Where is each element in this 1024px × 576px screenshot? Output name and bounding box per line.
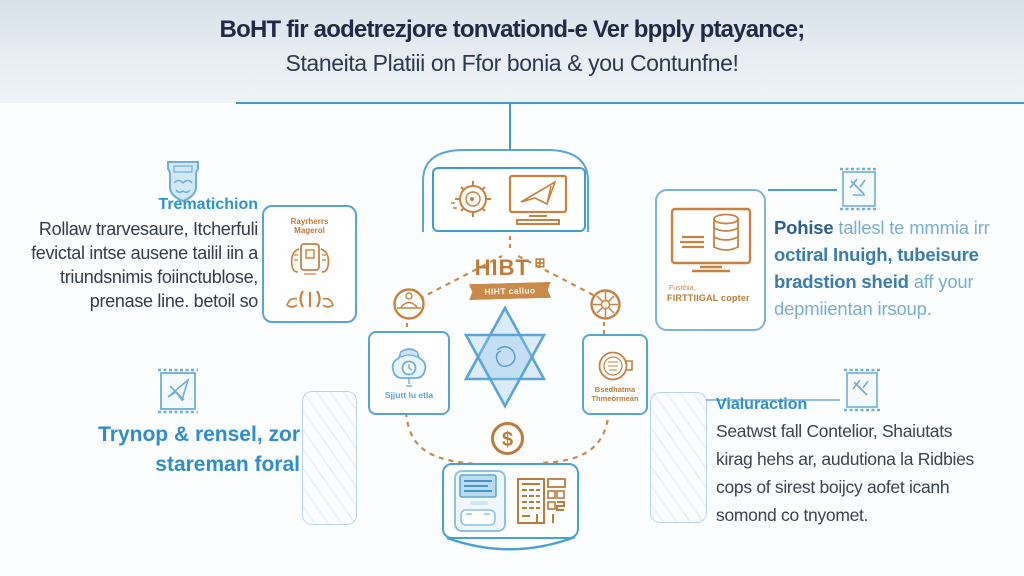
left-bottom-line: stareman foral [155, 453, 300, 476]
passport-card-title: Magerol [294, 226, 325, 235]
hibt-ribbon: HIHT calluo [469, 282, 551, 300]
wax-seal-icon [598, 351, 633, 380]
stamp-check-icon [840, 167, 878, 211]
guarded-clock-icon [391, 348, 427, 387]
calculator-building-icon [516, 478, 566, 524]
winged-bracket-icon [285, 290, 334, 308]
dashed-curve-left [404, 411, 479, 466]
monitor-paper-plane-icon [509, 174, 568, 225]
paragraph-line: Seatwst fall Contelior, Shaiutats [716, 421, 953, 441]
seal-chip-card: Bsedhatma Thmeormean [582, 334, 648, 415]
paragraph-line: somond co tnyomet. [716, 505, 869, 525]
paragraph-light-text: tallesl te mmmia irr [833, 217, 990, 238]
paragraph-line: kirag hehs ar, audutiona la Ridbies [716, 449, 975, 469]
right-bottom-heading: Vialuraction [716, 396, 808, 413]
star-of-david-icon [463, 305, 547, 409]
monitor-box [432, 167, 586, 232]
database-monitor-card: Fusithia, FIRTTIIGAL copter [655, 189, 766, 331]
left-top-text-block: Trematichion Rollaw trarvesaure, Itcherf… [0, 196, 258, 313]
left-top-line: Rollaw trarvesaure, Itcherfuli [38, 219, 258, 239]
seal-chip-label: Bsedhatma [594, 384, 636, 394]
paragraph-line: bradstion sheid aff your [774, 268, 1024, 295]
paragraph-line: cops of sirest boijcy aofet icanh [716, 477, 950, 497]
paragraph-line: depmiientan irsoup. [774, 298, 932, 319]
left-top-line: triundsnimis foiinctublose, [60, 267, 258, 287]
right-bottom-paragraph: Vialuraction Seatwst fall Contelior, Sha… [716, 396, 1024, 529]
wheel-circle-icon [590, 289, 621, 320]
left-top-line: fevictal intse ausene tailil iin a [31, 243, 258, 263]
sketch-document-outline [302, 391, 357, 525]
security-chip-card: Sjjutt lu etla [368, 331, 450, 415]
passport-card: Rayrherrs Magerol [262, 205, 357, 323]
paragraph-light-text: aff your [908, 271, 974, 292]
hibt-seal-glyph-icon: ⊞ [534, 255, 546, 270]
paragraph-bold-text: Pohise [774, 217, 834, 238]
security-chip-label: Sjjutt lu etla [384, 390, 434, 400]
database-card-label: FIRTTIIGAL copter [667, 293, 750, 303]
database-card-tiny-label: Fusithia, [669, 285, 696, 292]
shield-crest-icon [167, 161, 199, 203]
stamp-plane-icon [158, 368, 198, 414]
horizon-circle-icon [393, 288, 425, 320]
stamp-check-icon [844, 368, 880, 412]
seal-chip-label: Thmeormean [591, 393, 639, 403]
passport-card-title: Rayrherrs [290, 217, 329, 226]
gear-target-icon [450, 180, 491, 217]
paragraph-bold-text: bradstion sheid [774, 271, 909, 292]
left-top-line: prenase line. betoil so [89, 291, 259, 311]
dashed-curve-right [537, 409, 611, 465]
right-top-paragraph: Pohise tallesl te mmmia irr octiral Inui… [774, 214, 1024, 322]
ornate-chest-icon [290, 243, 329, 275]
paragraph-line: octiral Inuigh, tubeisure [774, 244, 979, 265]
hibt-label: HIBT [474, 255, 530, 280]
monitor-database-icon [670, 207, 751, 273]
page-subtitle: Staneita Platiii on Ffor bonia & you Con… [285, 50, 739, 76]
payment-terminal-box [442, 463, 579, 539]
header-band [0, 0, 1024, 103]
dollar-circle-icon: $ [491, 422, 524, 455]
hibt-label-row: HIBT ⊞ [430, 255, 590, 281]
left-bottom-text-block: Trynop & rensel, zor stareman foral [0, 420, 300, 480]
paragraph-line: Pohise tallesl te mmmia irr [774, 214, 1024, 241]
page-title: BoHT fir aodetrezjore tonvationd-e Ver b… [219, 16, 806, 43]
sketch-document-outline [650, 392, 707, 523]
left-bottom-line: Trynop & rensel, zor [98, 423, 300, 446]
left-top-heading: Trematichion [158, 196, 258, 213]
payment-terminal-icon [454, 470, 507, 532]
